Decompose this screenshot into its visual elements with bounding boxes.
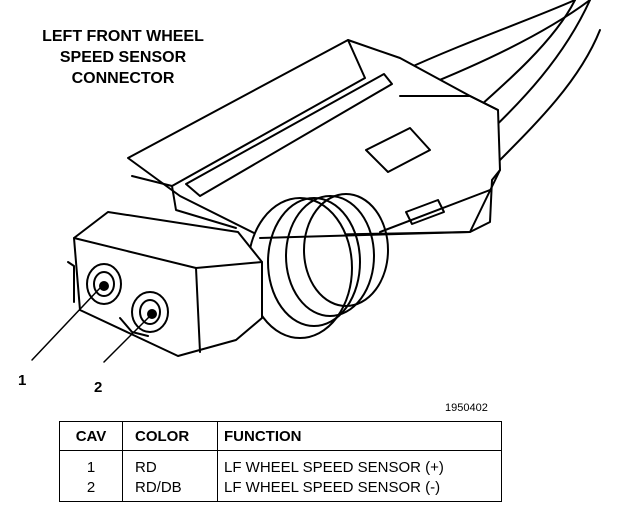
callout-leader-2 [103, 315, 151, 363]
callout-1: 1 [18, 372, 27, 389]
header-function: FUNCTION [217, 421, 502, 451]
diagram-title: LEFT FRONT WHEEL SPEED SENSOR CONNECTOR [18, 26, 228, 89]
title-line-1: LEFT FRONT WHEEL [42, 28, 204, 45]
wire [399, 0, 576, 73]
cell-function: LF WHEEL SPEED SENSOR (-) [217, 477, 502, 502]
callout-2: 2 [94, 379, 103, 396]
table-row: 1 RD LF WHEEL SPEED SENSOR (+) [59, 450, 502, 477]
cell-function: LF WHEEL SPEED SENSOR (+) [217, 450, 502, 477]
title-line-2: SPEED SENSOR [59, 49, 187, 66]
table-row: 2 RD/DB LF WHEEL SPEED SENSOR (-) [59, 477, 502, 502]
cell-color: RD/DB [122, 477, 218, 502]
title-line-3: CONNECTOR [71, 70, 175, 87]
header-color: COLOR [122, 421, 218, 451]
wire [419, 0, 591, 89]
wire [489, 29, 601, 171]
figure-id: 1950402 [445, 402, 488, 414]
cell-cav: 2 [59, 477, 123, 502]
cell-cav: 1 [59, 450, 123, 477]
table-header-row: CAV COLOR FUNCTION [59, 421, 502, 451]
header-cav: CAV [59, 421, 123, 451]
cell-color: RD [122, 450, 218, 477]
connector-latch [127, 39, 501, 237]
callout-leader-1 [31, 287, 101, 361]
connector-pinout-table: CAV COLOR FUNCTION 1 RD LF WHEEL SPEED S… [59, 421, 502, 502]
